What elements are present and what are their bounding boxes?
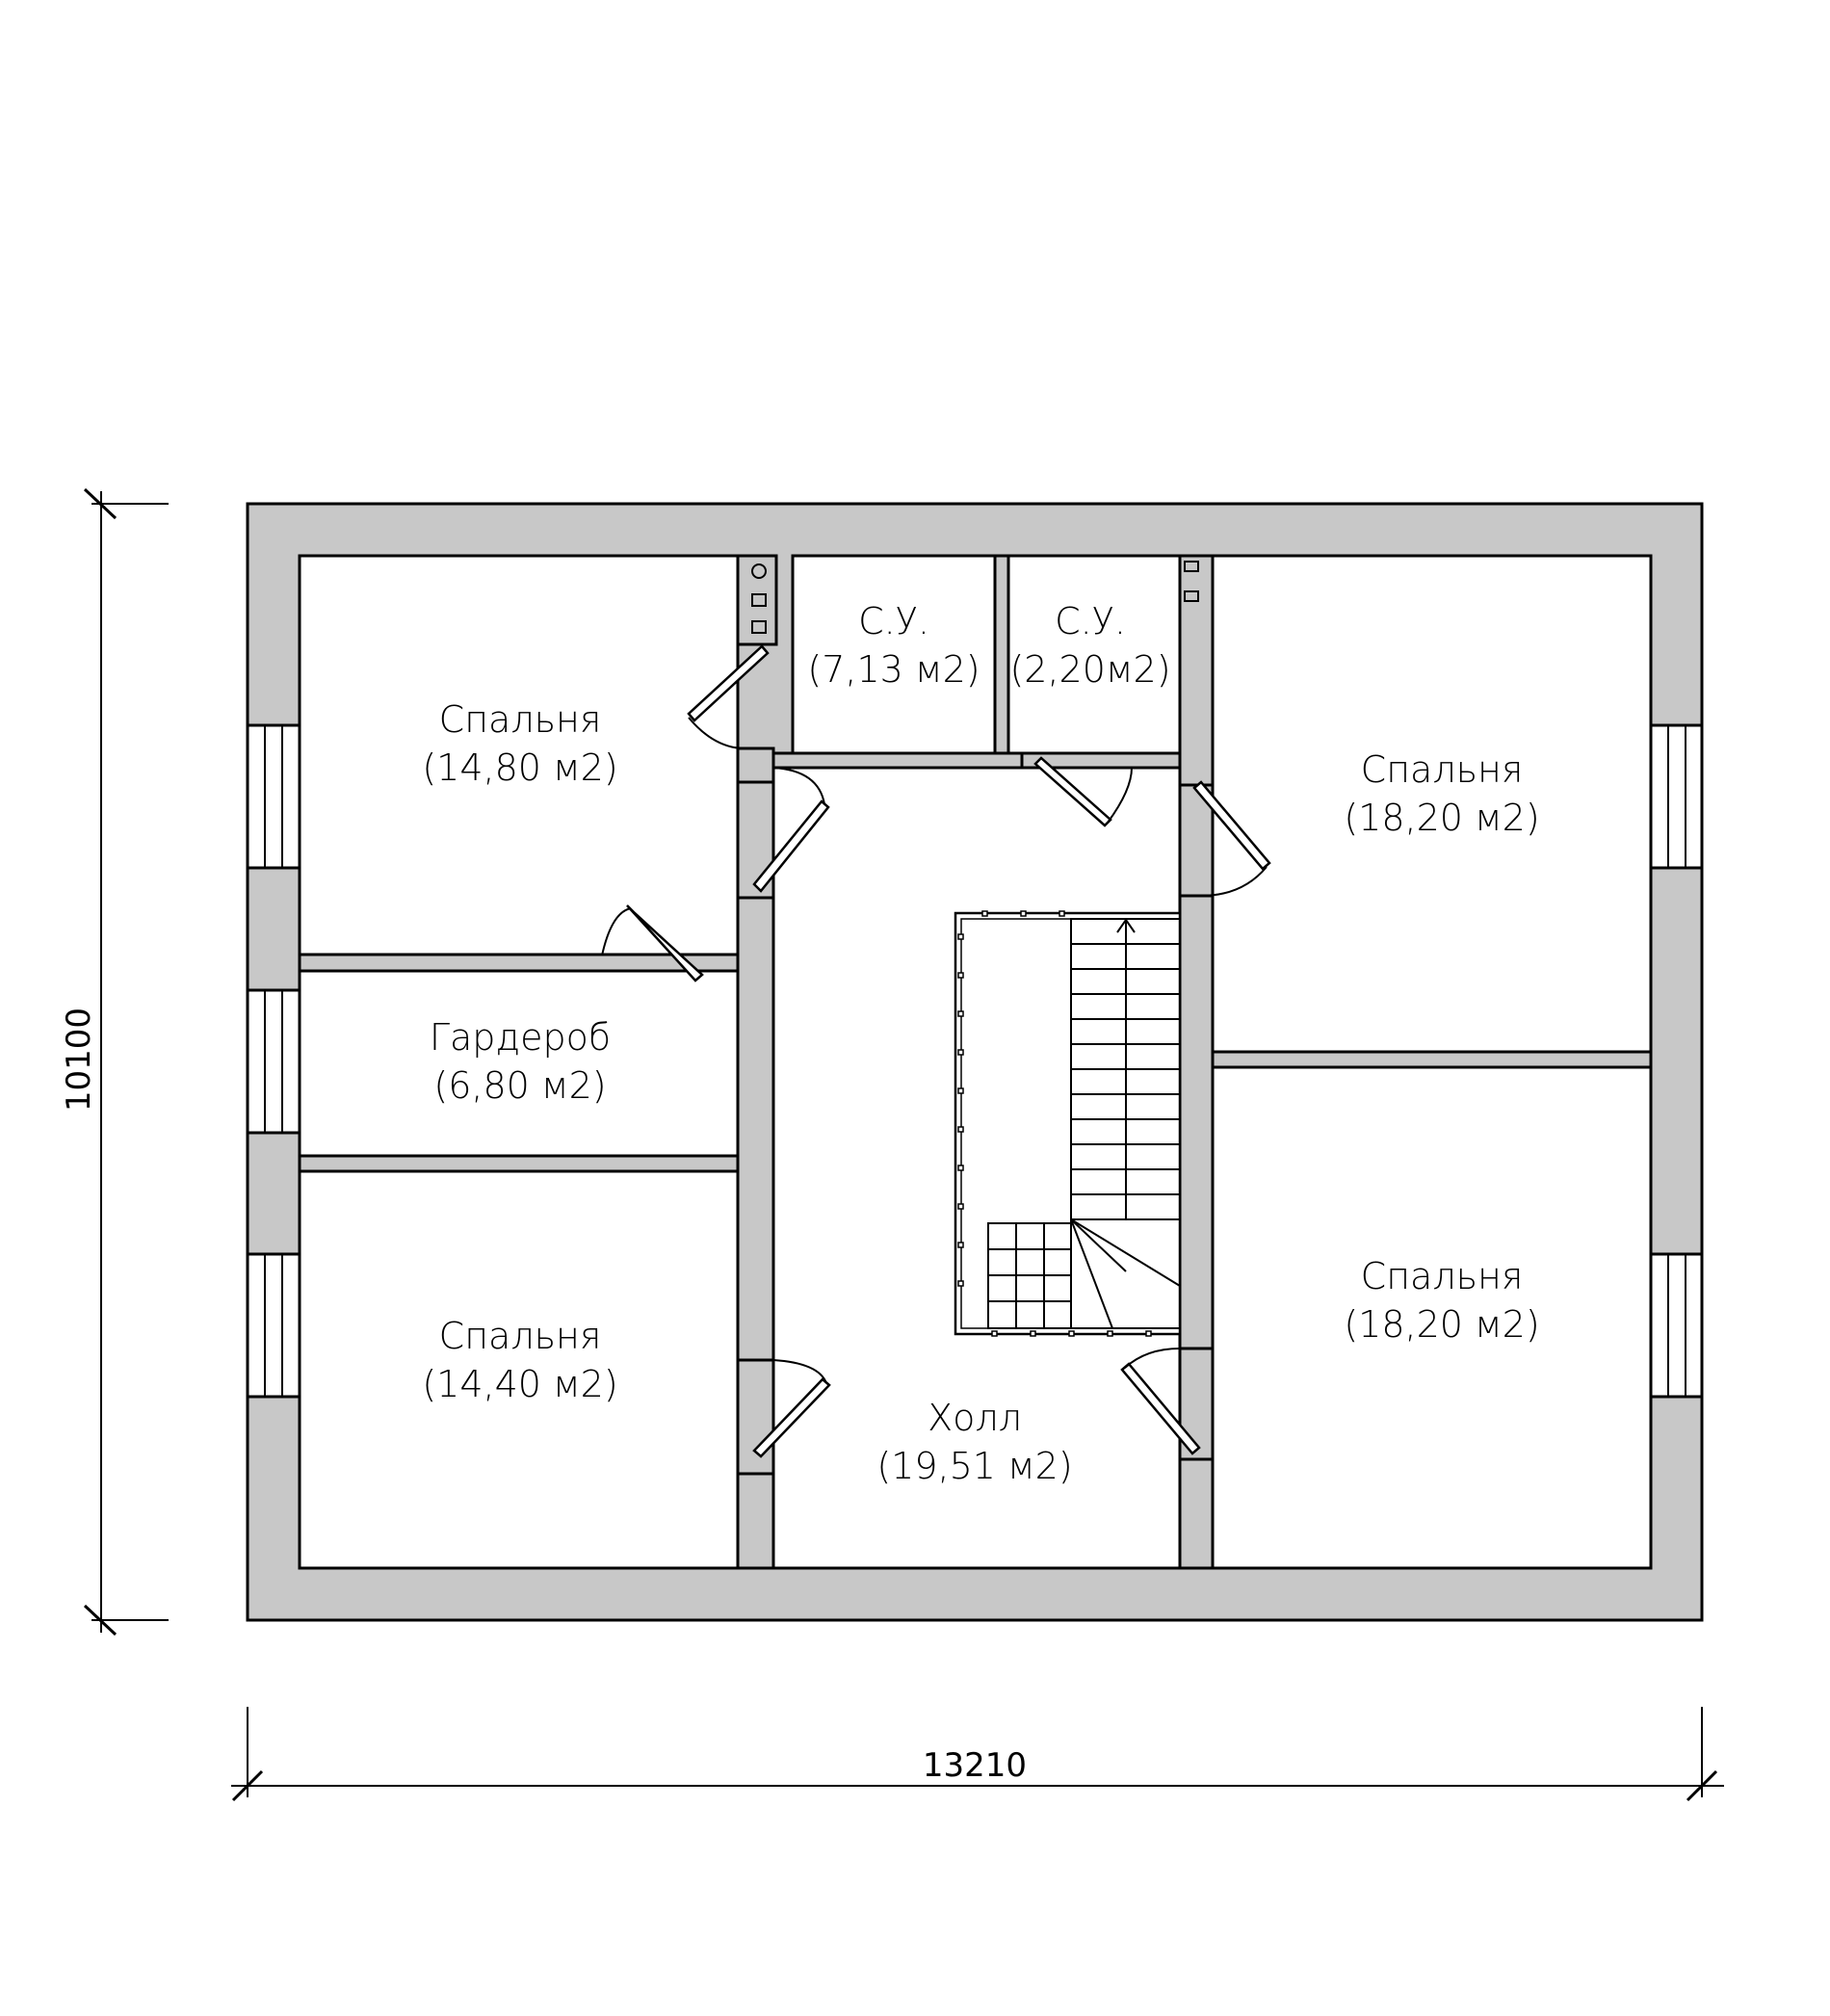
- partition-wall: [771, 751, 1024, 770]
- door: [752, 1359, 831, 1458]
- interior-wall: [1178, 894, 1215, 1350]
- door: [1192, 780, 1271, 897]
- partition-wall: [298, 953, 740, 973]
- plumbing-fixture-icon: [751, 563, 767, 634]
- window: [246, 1252, 301, 1399]
- interior-wall: [1178, 554, 1215, 787]
- room-area: (6,80 м2): [433, 1064, 606, 1107]
- room-bedroom-ne: [1211, 554, 1653, 1054]
- room-bedroom-sw: [298, 1169, 740, 1570]
- interior-wall: [736, 746, 775, 784]
- room-name: Спальня: [439, 1315, 602, 1357]
- plumbing-fixture-icon: [1184, 561, 1199, 602]
- door: [1033, 756, 1133, 827]
- room-wardrobe: [298, 969, 740, 1158]
- room-bedroom-nw: [298, 554, 740, 956]
- room-area: (18,20 м2): [1344, 797, 1539, 839]
- room-area: (18,20 м2): [1344, 1303, 1539, 1346]
- interior-wall: [1178, 1457, 1215, 1570]
- door: [601, 904, 704, 982]
- room-name: Спальня: [439, 698, 602, 741]
- dimension-height-label: 10100: [60, 1008, 98, 1112]
- room-name: Холл: [928, 1397, 1022, 1439]
- room-name: С.У.: [858, 600, 929, 642]
- room-wc-1: [791, 554, 997, 755]
- shaft-wall: [736, 554, 778, 646]
- interior-wall: [736, 1472, 775, 1570]
- partition-wall: [298, 1154, 740, 1173]
- dimension-horizontal: [231, 1707, 1724, 1802]
- window: [246, 988, 301, 1135]
- room-area: (2,20м2): [1009, 648, 1170, 691]
- interior-wall: [736, 896, 775, 1362]
- room-area: (14,80 м2): [422, 746, 617, 789]
- room-name: Гардероб: [430, 1016, 611, 1059]
- room-area: (7,13 м2): [807, 648, 980, 691]
- room-wc-2: [1006, 554, 1211, 755]
- room-name: С.У.: [1055, 600, 1126, 642]
- room-area: (19,51 м2): [876, 1445, 1072, 1487]
- room-area: (14,40 м2): [422, 1363, 617, 1405]
- room-name: Спальня: [1361, 748, 1524, 791]
- dimension-vertical: [83, 487, 169, 1636]
- partition-wall: [993, 554, 1010, 755]
- door: [752, 767, 830, 893]
- window: [246, 723, 301, 870]
- dimension-width-label: 13210: [923, 1746, 1027, 1785]
- room-bedroom-se: [1211, 1065, 1653, 1570]
- staircase: [954, 910, 1182, 1337]
- room-name: Спальня: [1361, 1255, 1524, 1297]
- window: [1649, 1252, 1704, 1399]
- partition-wall: [1211, 1050, 1653, 1069]
- door: [687, 644, 770, 749]
- window: [1649, 723, 1704, 870]
- door: [1120, 1348, 1201, 1455]
- arrow-up-icon: [1116, 918, 1136, 933]
